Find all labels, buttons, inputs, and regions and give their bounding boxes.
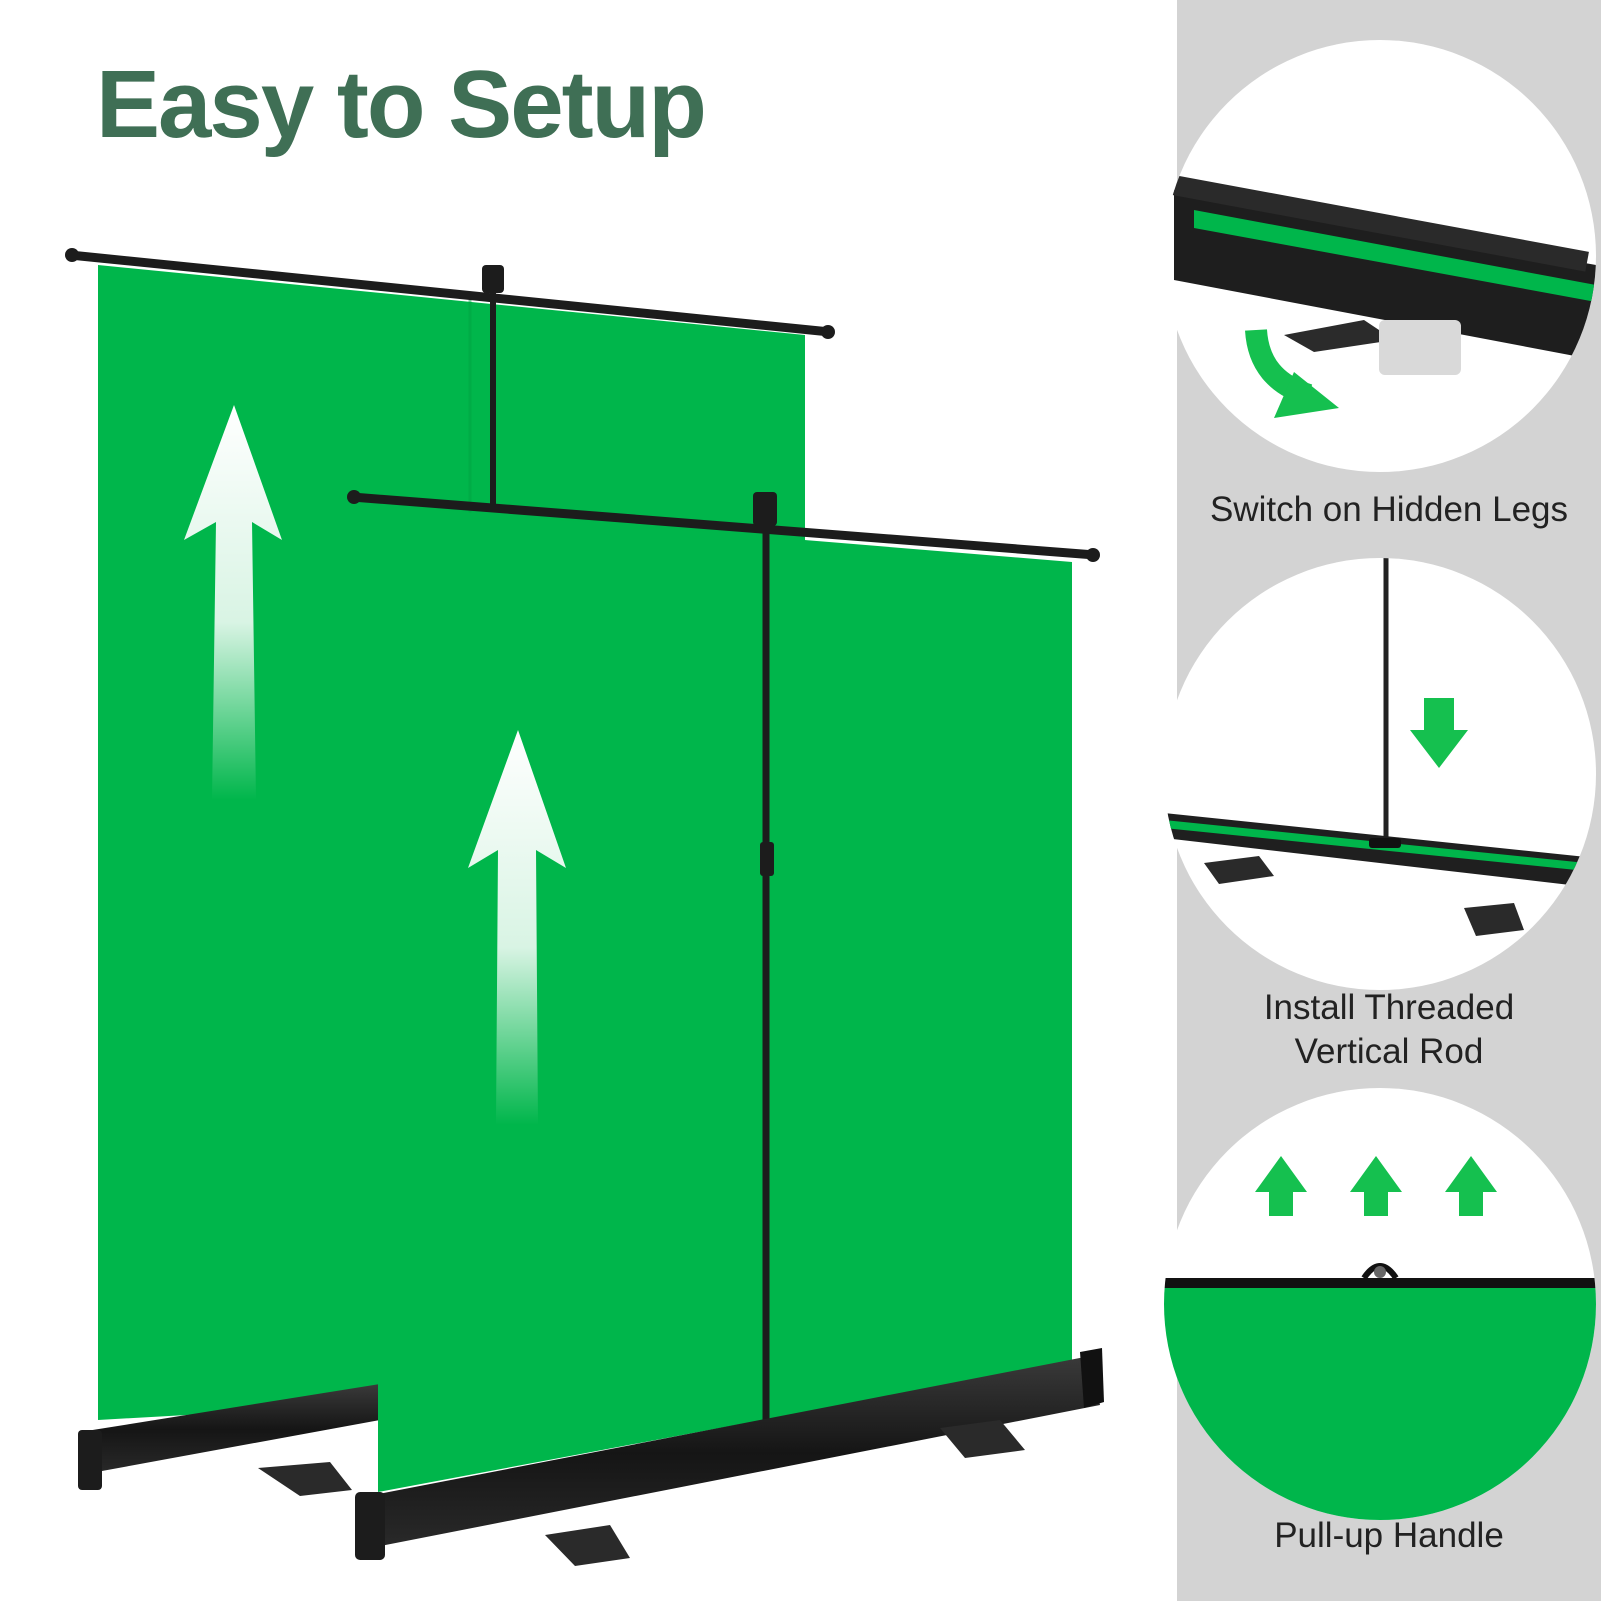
step-1-caption: Switch on Hidden Legs (1210, 490, 1568, 529)
up-arrows-icon (1255, 1156, 1497, 1216)
front-screen (347, 490, 1104, 1566)
front-screen-fabric (378, 505, 1072, 1492)
green-screen-illustration (65, 248, 1104, 1566)
curved-arrow-icon (1245, 328, 1339, 418)
back-top-bar (65, 250, 835, 337)
front-top-bar (347, 492, 1100, 560)
back-base (80, 1384, 380, 1475)
step-1-circle (1164, 40, 1596, 472)
front-base (358, 1356, 1100, 1550)
back-up-arrow (184, 405, 282, 800)
front-up-arrow (468, 730, 566, 1125)
down-arrow-icon (1410, 698, 1468, 768)
step-2-caption: Install Threaded Vertical Rod (1263, 988, 1515, 1071)
step-3-circle (1164, 1088, 1596, 1520)
step-3-caption: Pull-up Handle (1274, 1516, 1504, 1555)
step-2-circle (1164, 558, 1596, 990)
page-title: Easy to Setup (96, 51, 707, 158)
